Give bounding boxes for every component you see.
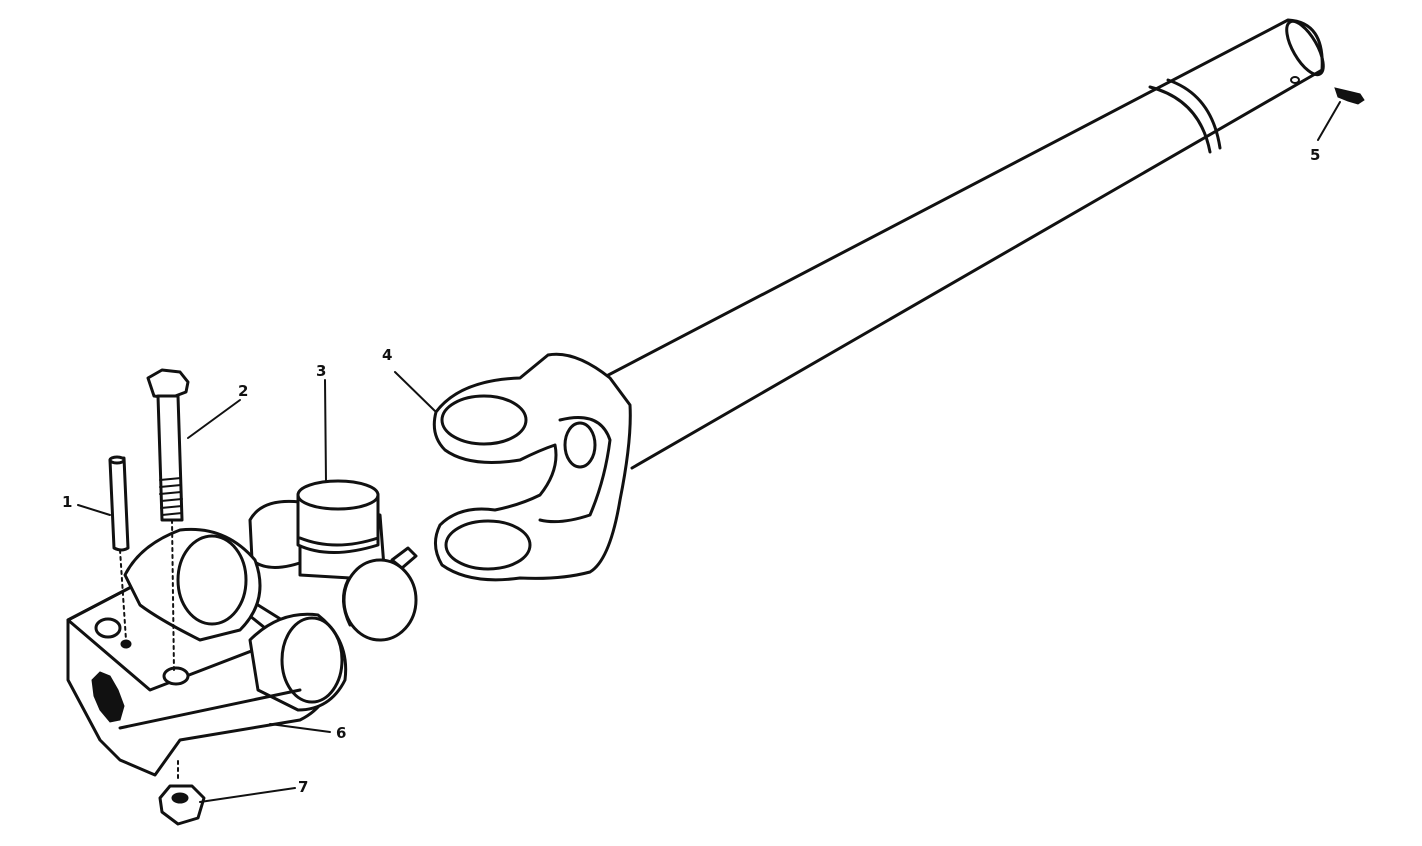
spline-icon <box>91 671 125 723</box>
lube-fitting-icon <box>1334 87 1365 105</box>
cross-and-bearing <box>248 479 418 642</box>
clamp-yoke <box>66 527 348 777</box>
bolt <box>146 368 190 673</box>
shaft-yoke <box>432 352 632 582</box>
callout-7: 7 <box>298 778 308 796</box>
callouts: 1 2 3 4 5 6 7 <box>62 146 1320 796</box>
pin <box>108 455 130 641</box>
leader-lines <box>77 101 1341 803</box>
callout-5: 5 <box>1310 146 1320 164</box>
thread-icon <box>159 477 183 516</box>
callout-3: 3 <box>316 362 326 380</box>
callout-6: 6 <box>336 724 346 742</box>
callout-4: 4 <box>382 346 392 364</box>
callout-1: 1 <box>62 493 72 511</box>
nut <box>158 757 206 826</box>
callout-2: 2 <box>238 382 248 400</box>
shaft-tube <box>593 18 1325 470</box>
